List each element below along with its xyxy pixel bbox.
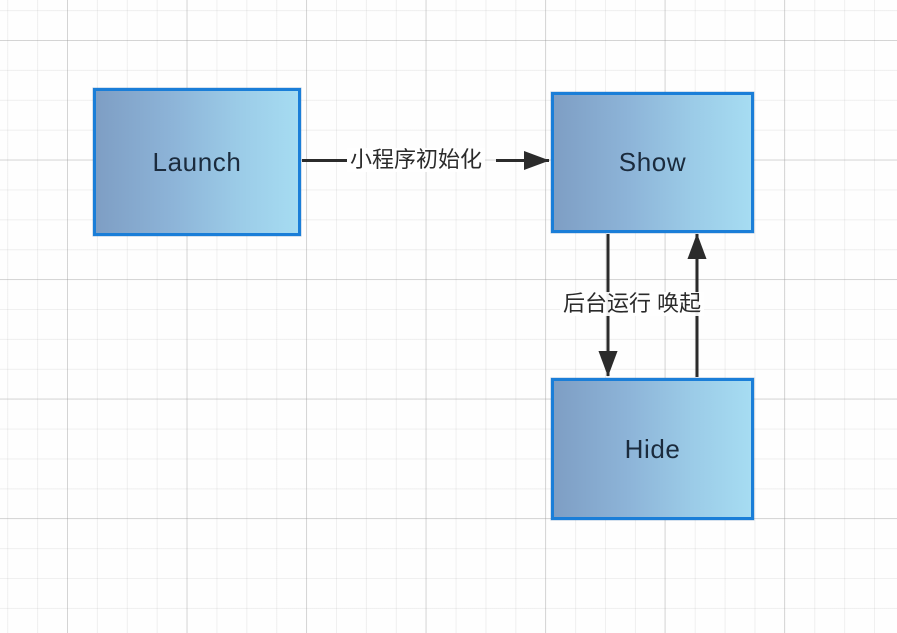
node-hide[interactable]: Hide: [551, 378, 754, 520]
node-show-label: Show: [618, 147, 687, 177]
node-hide-label: Hide: [624, 433, 681, 464]
node-show[interactable]: Show: [551, 92, 754, 233]
node-launch[interactable]: Launch: [93, 88, 301, 236]
edge-label-launch-to-show: 小程序初始化: [347, 147, 486, 173]
edge-label-vertical-pair: 后台运行 唤起: [560, 291, 705, 317]
node-launch-label: Launch: [152, 146, 242, 177]
